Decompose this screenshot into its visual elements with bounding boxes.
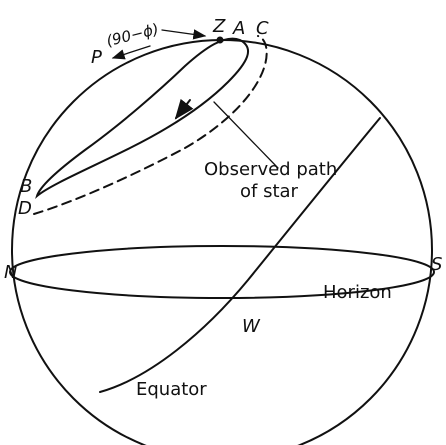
label-D: D — [18, 200, 32, 218]
label-observed-path: Observed path — [204, 161, 337, 179]
dashed-star-path — [34, 36, 267, 214]
colatitude-arrow — [162, 30, 205, 36]
sphere-outline — [12, 40, 432, 445]
label-A: A — [233, 20, 245, 38]
label-W: W — [242, 318, 260, 336]
label-S: S — [431, 256, 442, 274]
label-horizon: Horizon — [323, 284, 392, 302]
zenith-dot — [217, 37, 224, 44]
label-Z: Z — [213, 18, 225, 36]
label-equator: Equator — [136, 381, 207, 399]
label-P: P — [91, 49, 102, 67]
label-N: N — [4, 264, 17, 282]
label-of-star: of star — [240, 183, 298, 201]
label-B: B — [20, 178, 32, 196]
label-C: C — [256, 20, 269, 38]
pole-arrow — [113, 46, 150, 58]
